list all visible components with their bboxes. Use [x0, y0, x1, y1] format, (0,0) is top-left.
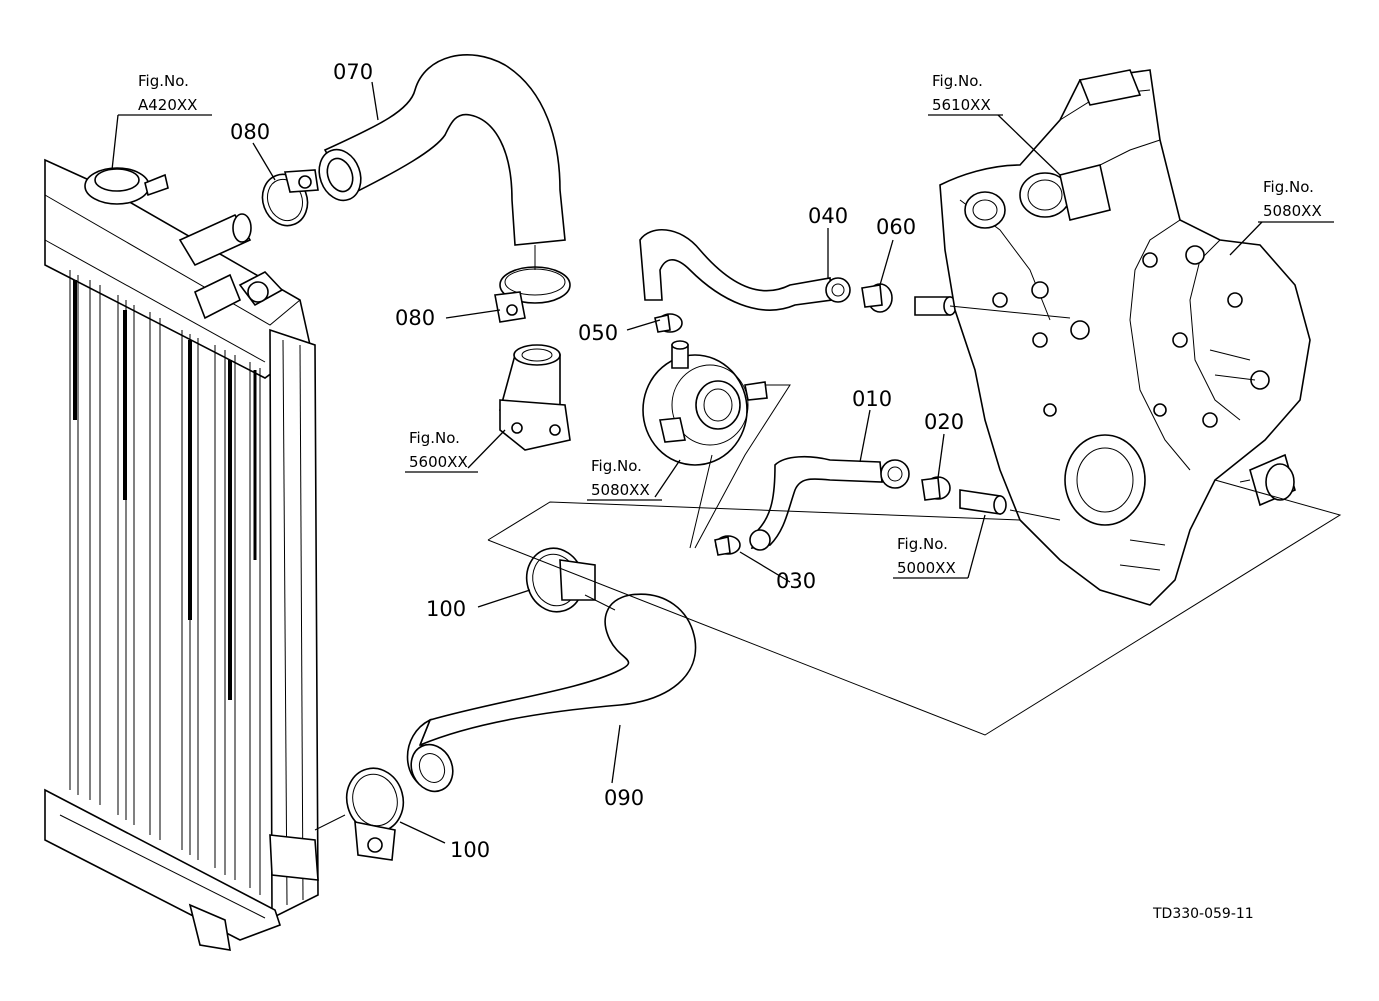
part-label-100-top: 100 [426, 597, 466, 621]
part-label-030: 030 [776, 569, 816, 593]
hose-clamp-080-mid [494, 266, 571, 323]
fig-ref-number: 5000XX [897, 559, 956, 577]
part-label-100-bottom: 100 [450, 838, 490, 862]
thermostat-housing [498, 344, 571, 451]
drawing-code: TD330-059-11 [1152, 906, 1254, 922]
fig-ref-a420: Fig.No. A420XX [118, 72, 212, 116]
fig-ref-title: Fig.No. [591, 457, 642, 475]
hose-010 [749, 455, 910, 551]
lower-hose-090 [406, 593, 697, 793]
fig-ref-number: 5610XX [932, 96, 991, 114]
part-label-020: 020 [924, 410, 964, 434]
fig-ref-number: 5080XX [591, 481, 650, 499]
hose-clamp-050 [654, 313, 683, 333]
part-label-040: 040 [808, 204, 848, 228]
fig-ref-5600: Fig.No. 5600XX [405, 429, 478, 473]
fig-ref-5610: Fig.No. 5610XX [928, 72, 1003, 116]
leader-lines [111, 81, 1263, 844]
fig-ref-title: Fig.No. [932, 72, 983, 90]
engine-gear-case [939, 69, 1311, 606]
fig-ref-title: Fig.No. [1263, 178, 1314, 196]
part-label-070: 070 [333, 60, 373, 84]
fig-ref-title: Fig.No. [409, 429, 460, 447]
part-label-080-mid: 080 [395, 306, 435, 330]
radiator [44, 158, 319, 951]
fig-ref-number: A420XX [138, 96, 197, 114]
oil-cooler-guide [694, 384, 791, 549]
pipe-5000 [959, 489, 1007, 515]
pipe-fitting [914, 296, 957, 316]
hose-clamp-060 [861, 283, 893, 313]
part-label-060: 060 [876, 215, 916, 239]
fig-ref-5000: Fig.No. 5000XX [893, 535, 968, 579]
hose-clamp-100-bottom [345, 767, 405, 861]
fig-ref-number: 5080XX [1263, 202, 1322, 220]
upper-hose-070 [318, 54, 566, 246]
part-label-080-top: 080 [230, 120, 270, 144]
part-label-010: 010 [852, 387, 892, 411]
fig-ref-5080-right: Fig.No. 5080XX [1258, 178, 1334, 223]
hose-clamp-030 [714, 535, 741, 556]
assembly-guide-frame [487, 479, 1342, 736]
fig-ref-title: Fig.No. [897, 535, 948, 553]
part-label-050: 050 [578, 321, 618, 345]
hose-040 [639, 228, 851, 311]
hose-clamp-020 [921, 476, 951, 501]
radiator-core [69, 270, 261, 895]
part-label-090: 090 [604, 786, 644, 810]
hose-clamp-100-top [525, 547, 596, 613]
fig-ref-5080-left: Fig.No. 5080XX [587, 457, 662, 501]
fig-ref-number: 5600XX [409, 453, 468, 471]
fig-ref-title: Fig.No. [138, 72, 189, 90]
oil-cooler [642, 340, 768, 466]
hose-clamp-080-top [261, 169, 319, 227]
